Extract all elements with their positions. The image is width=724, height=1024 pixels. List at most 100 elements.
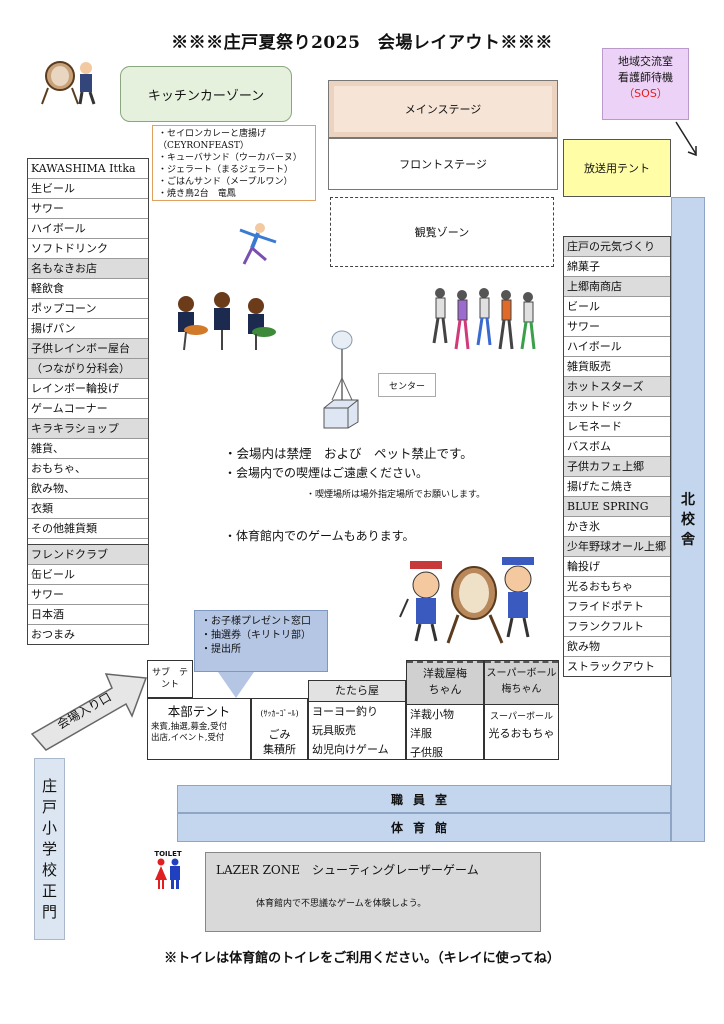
front-stage: フロントステージ [328, 138, 558, 190]
list-item: スーパーボール [490, 712, 553, 722]
list-item: 雑貨販売 [564, 357, 670, 377]
hq-tent-title: 本部テント [167, 704, 231, 719]
sub-tent: サブ テント [147, 660, 193, 698]
laser-zone: LAZER ZONE シューティングレーザーゲーム 体育館内で不思議なゲームを体… [205, 852, 541, 932]
list-item: フライドポテト [564, 597, 670, 617]
list-item: 衣類 [28, 499, 148, 519]
left-booth-list-2: フレンドクラブ 缶ビール サワー 日本酒 おつまみ [27, 544, 149, 645]
list-header: 上郷南商店 [564, 277, 670, 297]
list-item: 綿菓子 [564, 257, 670, 277]
list-item: サワー [28, 585, 148, 605]
sos-label: （SOS） [623, 87, 668, 100]
list-item: サワー [28, 199, 148, 219]
list-header: 名もなきお店 [28, 259, 148, 279]
yosai-booth: 洋裁屋梅 ちゃん 洋裁小物 洋服 子供服 [406, 660, 484, 760]
list-item: 飲み物、 [28, 479, 148, 499]
list-header: キラキラショップ [28, 419, 148, 439]
toilet-sign: TOILET [152, 850, 184, 894]
list-item: 揚げパン [28, 319, 148, 339]
list-item: レモネード [564, 417, 670, 437]
dance-group-illustration [432, 288, 536, 350]
list-header: 子供レインボー屋台 [28, 339, 148, 359]
list-item: ストラックアウト [567, 660, 655, 673]
booth-name: たたら屋 [309, 681, 405, 702]
band-illustration [178, 292, 276, 351]
list-item: ハイボール [28, 219, 148, 239]
menu-item: ・キューバサンド（ウーカバーヌ） [158, 153, 302, 163]
broadcast-tent: 放送用テント [563, 139, 671, 197]
notice-refrain-smoking: ・会場内での喫煙はご遠慮ください。 [224, 466, 429, 480]
list-item: 子供服 [410, 746, 443, 759]
list-item: 幼児向けゲーム [312, 743, 389, 756]
list-header: 子供カフェ上郷 [564, 457, 670, 477]
soccer-goal-label: (ｻｯｶｰｺﾞｰﾙ) [260, 709, 299, 718]
menu-item: ・セイロンカレーと唐揚げ [158, 129, 267, 139]
booth-name: スーパーボール 梅ちゃん [485, 661, 558, 705]
list-item: ヨーヨー釣り [312, 705, 378, 718]
entrance-arrow [30, 673, 148, 751]
laser-title: LAZER ZONE シューティングレーザーゲーム [216, 863, 479, 877]
list-item: 洋裁小物 [410, 708, 454, 721]
list-item: 軽飲食 [28, 279, 148, 299]
menu-item: （CEYRONFEAST） [158, 141, 249, 151]
list-item: レインボー輪投げ [28, 379, 148, 399]
notice-gym-games: ・体育館内でのゲームもあります。 [224, 529, 415, 543]
community-room: 地域交流室 看護師待機 （SOS） [602, 48, 689, 120]
list-item: 揚げたこ焼き [564, 477, 670, 497]
booth-name: 洋裁屋梅 ちゃん [407, 661, 483, 705]
list-item: 缶ビール [28, 565, 148, 585]
list-header: （つながり分科会） [28, 359, 148, 379]
list-item: ハイボール [564, 337, 670, 357]
list-item: 飲み物 [564, 637, 670, 657]
garbage-area: (ｻｯｶｰｺﾞｰﾙ) ごみ 集積所 [251, 698, 308, 760]
list-item: 日本酒 [28, 605, 148, 625]
menu-item: ・焼き鳥2台 竜鳳 [158, 189, 236, 199]
notice-no-smoking: ・会場内は禁煙 および ペット禁止です。 [224, 446, 473, 461]
list-header: フレンドクラブ [28, 545, 148, 565]
list-item: バスボム [564, 437, 670, 457]
list-item: おもちゃ、 [28, 459, 148, 479]
page-title: ※※※庄戸夏祭り2025 会場レイアウト※※※ [171, 33, 553, 53]
list-item: その他雑貨類 [28, 519, 148, 539]
list-header: ホットスターズ [564, 377, 670, 397]
right-booth-list: 庄戸の元気づくり 綿菓子 上郷南商店 ビール サワー ハイボール 雑貨販売 ホッ… [563, 236, 671, 677]
gymnasium: 体育館 [177, 813, 671, 842]
community-room-name: 地域交流室 [618, 55, 673, 68]
taiko-kids-illustration [399, 557, 534, 644]
list-item: ポップコーン [28, 299, 148, 319]
list-item: ソフトドリンク [28, 239, 148, 259]
menu-item: ・ごはんサンド（メープルワン） [158, 177, 293, 187]
center-light-stand [323, 330, 359, 429]
kitchen-menu-list: ・セイロンカレーと唐揚げ （CEYRONFEAST） ・キューバサンド（ウーカバ… [152, 125, 316, 201]
laser-desc: 体育館内で不思議なゲームを体験しよう。 [256, 899, 427, 909]
staff-room: 職員室 [177, 785, 671, 813]
list-item: 玩具販売 [312, 724, 356, 737]
list-item: かき氷 [564, 517, 670, 537]
list-item: フランクフルト [564, 617, 670, 637]
main-stage: メインステージ [328, 80, 558, 138]
list-item: 光るおもちゃ [564, 577, 670, 597]
hq-tent: 本部テント 来賓,抽選,募金,受付 出店,イベント,受付 [147, 698, 251, 760]
north-building: 北 校 舎 [671, 197, 705, 842]
toilet-notice: ※トイレは体育館のトイレをご利用ください。（キレイに使ってね） [164, 951, 560, 966]
left-booth-list: KAWASHIMA Ittka 生ビール サワー ハイボール ソフトドリンク 名… [27, 158, 149, 559]
toilet-icon [155, 858, 180, 889]
list-header: 庄戸の元気づくり [564, 237, 670, 257]
hq-tent-desc: 来賓,抽選,募金,受付 [151, 722, 228, 732]
list-header: 少年野球オール上郷 [564, 537, 670, 557]
callout-pointer [218, 672, 254, 698]
school-main-gate: 庄 戸 小 学 校 正 門 [34, 758, 65, 940]
list-item: 洋服 [410, 727, 432, 740]
list-item: 光るおもちゃ [488, 727, 555, 740]
nurse-standby: 看護師待機 [618, 71, 673, 84]
list-item: おつまみ [31, 628, 75, 641]
list-item: KAWASHIMA Ittka [28, 159, 148, 179]
list-item: サワー [564, 317, 670, 337]
kitchen-car-zone: キッチンカーゾーン [120, 66, 292, 122]
center-label: センター [378, 373, 436, 397]
list-item: ホットドック [564, 397, 670, 417]
list-item: ゲームコーナー [28, 399, 148, 419]
garbage-label: ごみ [268, 728, 291, 741]
notice-smoking-area: ・喫煙場所は場外指定場所でお願いします。 [306, 490, 486, 500]
list-item: 生ビール [28, 179, 148, 199]
